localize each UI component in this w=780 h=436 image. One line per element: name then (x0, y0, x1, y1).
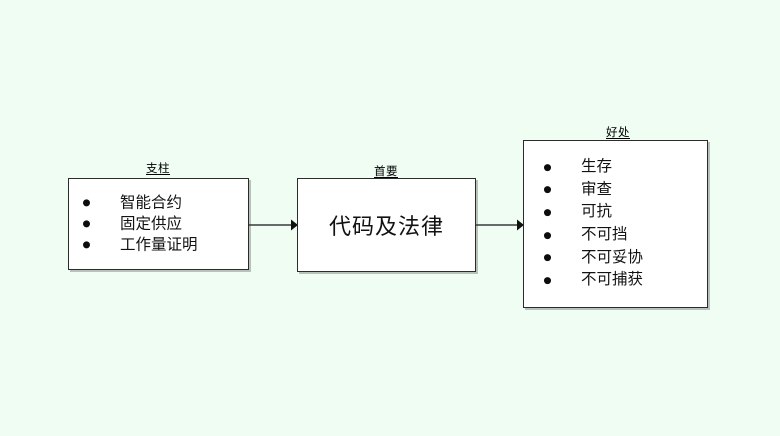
list-item: 不可妥协 (544, 247, 643, 270)
arrowhead-icon (291, 219, 298, 231)
bullet-icon (83, 241, 90, 249)
list-item: 固定供应 (83, 213, 198, 234)
connector-pillars-to-primary (249, 219, 298, 231)
bullet-icon (544, 163, 551, 171)
list-item: 不可挡 (544, 224, 643, 247)
bullet-icon (544, 254, 551, 262)
list-item: 智能合约 (83, 192, 198, 213)
node-label-pillars: 支柱 (146, 163, 170, 175)
list-item-label: 智能合约 (120, 194, 183, 212)
list-item: 工作量证明 (83, 235, 198, 256)
connector-primary-to-benefits (476, 219, 524, 231)
node-label-primary: 首要 (374, 166, 398, 178)
list-item-label: 审查 (581, 180, 613, 198)
benefits-list: 生存 审查 可抗 不可挡 不可妥协 不可捕获 (544, 156, 643, 292)
bullet-icon (83, 199, 90, 207)
bullet-icon (544, 209, 551, 217)
list-item-label: 不可挡 (581, 226, 628, 243)
node-benefits[interactable]: 生存 审查 可抗 不可挡 不可妥协 不可捕获 (523, 140, 708, 308)
list-item-label: 生存 (581, 158, 613, 176)
node-label-benefits: 好处 (606, 127, 630, 139)
primary-text: 代码及法律 (328, 214, 444, 239)
list-item: 审查 (544, 179, 643, 202)
arrowhead-icon (517, 219, 524, 231)
pillars-list: 智能合约 固定供应 工作量证明 (83, 192, 198, 255)
bullet-icon (544, 231, 551, 239)
bullet-icon (544, 277, 551, 285)
list-item-label: 固定供应 (120, 215, 183, 233)
list-item-label: 不可妥协 (581, 248, 644, 266)
bullet-icon (83, 220, 90, 228)
list-item-label: 可抗 (581, 203, 613, 221)
bullet-icon (544, 186, 551, 194)
node-primary[interactable]: 代码及法律 (297, 178, 476, 272)
list-item-label: 不可捕获 (581, 271, 644, 289)
list-item-label: 工作量证明 (120, 236, 198, 254)
list-item: 可抗 (544, 201, 643, 224)
list-item: 生存 (544, 156, 643, 179)
node-pillars[interactable]: 智能合约 固定供应 工作量证明 (68, 178, 249, 270)
list-item: 不可捕获 (544, 269, 643, 292)
